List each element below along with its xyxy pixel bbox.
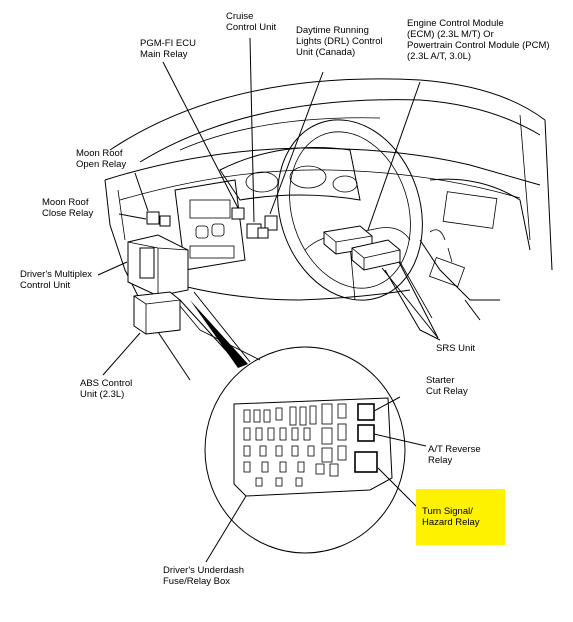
- leader-lines: [97, 37, 439, 376]
- starter-cut-relay: [357, 403, 375, 421]
- pgm-fi-ecu-main-relay: [231, 207, 245, 220]
- abs-control-unit-label: ABS Control Unit (2.3L): [80, 378, 135, 400]
- drl-control-unit-2: [257, 227, 269, 239]
- srs-unit-label: SRS Unit: [436, 343, 475, 354]
- drl-control-unit-label: Daytime Running Lights (DRL) Control Uni…: [296, 25, 385, 58]
- moon-roof-open-relay: [146, 211, 160, 225]
- ecm-pcm-label: Engine Control Module (ECM) (2.3L M/T) O…: [407, 18, 552, 62]
- drivers-underdash-fuse-relay-box-label: Driver's Underdash Fuse/Relay Box: [163, 565, 247, 587]
- at-reverse-relay-label: A/T Reverse Relay: [428, 444, 483, 466]
- abs-control-unit: [133, 291, 181, 335]
- turn-signal-highlight: [416, 489, 505, 545]
- turn-signal-hazard-relay-label: Turn Signal/ Hazard Relay: [422, 506, 480, 528]
- moon-roof-close-relay: [159, 215, 171, 227]
- at-reverse-relay: [357, 424, 375, 442]
- magnified-fuse-relay-box-view: [204, 346, 427, 563]
- turn-signal-hazard-relay: [354, 451, 378, 473]
- cruise-control-unit-label: Cruise Control Unit: [226, 11, 277, 33]
- drl-control-unit: [264, 215, 278, 231]
- moon-roof-open-relay-label: Moon Roof Open Relay: [76, 148, 126, 170]
- srs-unit: [351, 239, 401, 271]
- labels: Cruise Control Unit PGM-FI ECU Main Rela…: [20, 11, 552, 587]
- drivers-multiplex-control-unit: [127, 234, 189, 297]
- dashboard-illustration: [104, 78, 553, 381]
- drivers-multiplex-control-unit-label: Driver's Multiplex Control Unit: [20, 269, 95, 291]
- pgm-fi-ecu-main-relay-label: PGM-FI ECU Main Relay: [140, 38, 199, 60]
- starter-cut-relay-label: Starter Cut Relay: [426, 375, 468, 397]
- components: [127, 207, 401, 335]
- moon-roof-close-relay-label: Moon Roof Close Relay: [42, 197, 93, 219]
